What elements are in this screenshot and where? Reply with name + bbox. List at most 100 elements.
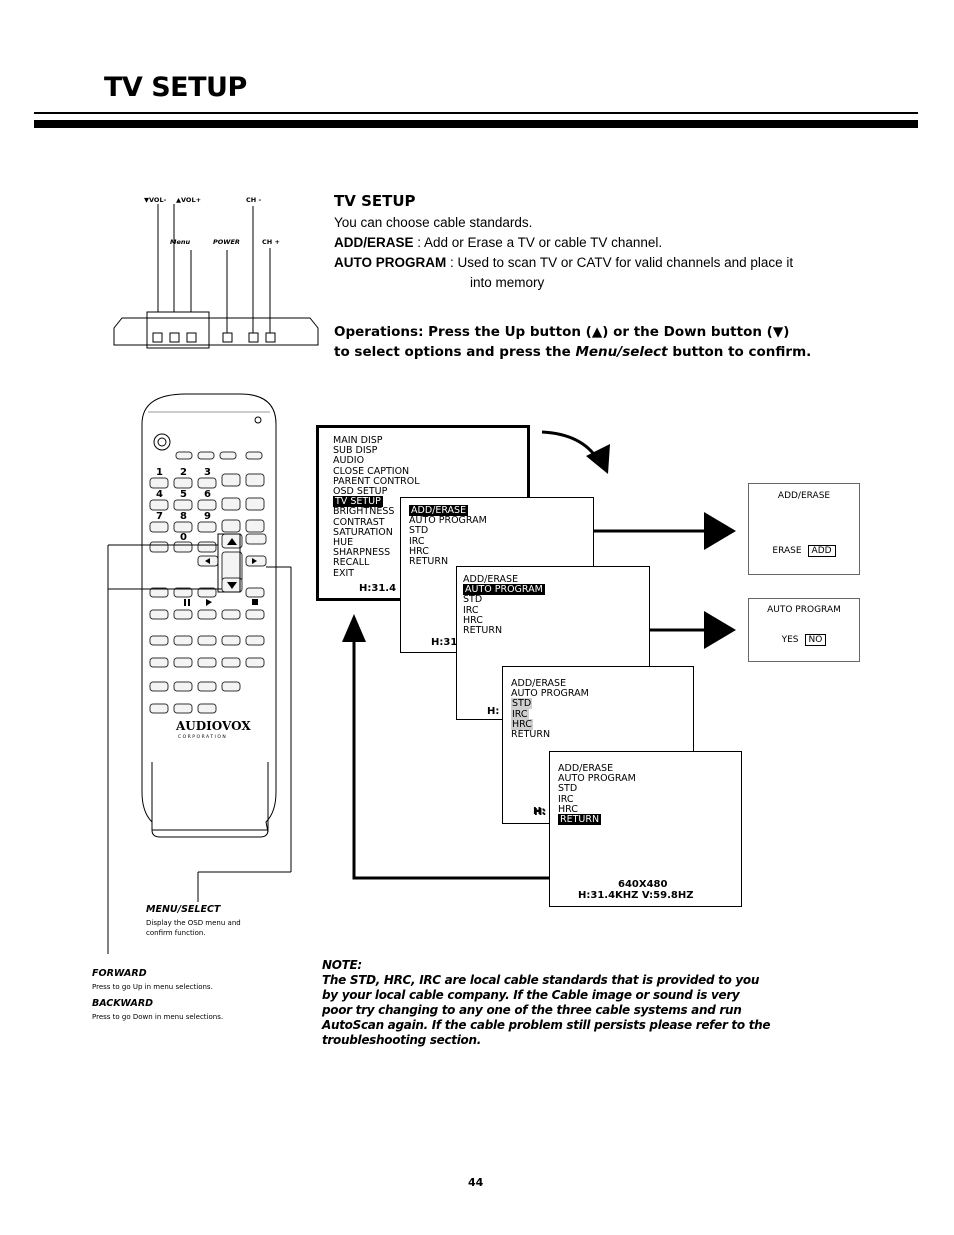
add-erase-description: ADD/ERASE : Add or Erase a TV or cable T… (334, 233, 874, 253)
flow-arrows (342, 430, 736, 880)
add-option-button[interactable]: ADD (807, 545, 836, 557)
remote-digit-7[interactable]: 7 (156, 511, 163, 522)
note-block: NOTE: The STD, HRC, IRC are local cable … (322, 958, 772, 1048)
remote-digit-2[interactable]: 2 (180, 467, 187, 478)
menu-item-contrast[interactable]: CONTRAST (333, 516, 385, 528)
frequency-readout: H:31.4KHZ V:59.8HZ (578, 890, 694, 901)
menu-item-sub-disp[interactable]: SUB DISP (333, 445, 378, 457)
tv-menu-4-irc[interactable]: IRC (558, 793, 574, 805)
yes-option[interactable]: YES (781, 635, 799, 645)
header-divider-thin (34, 112, 918, 114)
remote-brand: AUDIOVOX (175, 719, 251, 733)
operations-line-1: Operations: Press the Up button (▲) or t… (334, 324, 790, 340)
auto-program-description: AUTO PROGRAM : Used to scan TV or CATV f… (334, 253, 874, 273)
tv-menu-4-add-erase[interactable]: ADD/ERASE (558, 763, 614, 774)
menu-item-recall[interactable]: RECALL (333, 557, 370, 569)
tv-menu-3-add-erase[interactable]: ADD/ERASE (511, 678, 567, 689)
tv-menu-1-irc[interactable]: IRC (409, 535, 425, 547)
menu-label: Menu (170, 238, 191, 246)
tv-menu-4-status: H: (534, 807, 547, 818)
tv-menu-1-status: H:31 (431, 637, 458, 648)
forward-caption-text: Press to go Up in menu selections. (92, 983, 213, 991)
note-text: The STD, HRC, IRC are local cable standa… (322, 973, 771, 1047)
tv-menu-1-std[interactable]: STD (409, 525, 429, 537)
menu-select-caption-text: Display the OSD menu and confirm functio… (146, 919, 241, 937)
no-option-button[interactable]: NO (804, 634, 827, 646)
tv-menu-1-add-erase[interactable]: ADD/ERASE (409, 505, 469, 516)
note-title: NOTE: (322, 958, 362, 972)
tv-menu-2-status: H: (487, 706, 500, 717)
auto-program-term: AUTO PROGRAM (334, 255, 447, 270)
ch-down-label: CH - (246, 196, 262, 204)
menu-item-hue[interactable]: HUE (333, 537, 354, 549)
menu-item-exit[interactable]: EXIT (333, 567, 355, 579)
auto-program-text-cont: into memory (470, 275, 545, 290)
tv-menu-3-status: H: (533, 806, 546, 817)
backward-caption-title: BACKWARD (92, 998, 154, 1009)
auto-program-result-box: AUTO PROGRAM YES NO (748, 598, 860, 662)
backward-caption-text: Press to go Down in menu selections. (92, 1013, 224, 1021)
menu-item-osd-setup[interactable]: OSD SETUP (333, 486, 388, 498)
page-title: TV SETUP (104, 72, 247, 103)
resolution-readout: 640X480 (618, 879, 668, 890)
remote-control: 1 2 3 4 5 6 7 8 9 0 AUDIOVOX CORPORATION (107, 393, 292, 954)
remote-digit-1[interactable]: 1 (156, 467, 163, 478)
remote-brand-sub: CORPORATION (178, 734, 227, 740)
tv-menu-2-std[interactable]: STD (463, 594, 483, 606)
menu-item-close-caption[interactable]: CLOSE CAPTION (333, 465, 410, 477)
menu-item-sharpness[interactable]: SHARPNESS (333, 547, 391, 559)
main-menu-status: H:31.4 (359, 583, 397, 594)
tv-menu-3-hrc[interactable]: HRC (511, 718, 533, 730)
add-erase-result-box: ADD/ERASE ERASE ADD (748, 483, 860, 575)
menu-item-brightness[interactable]: BRIGHTNESS (333, 506, 395, 518)
tv-menu-4-return[interactable]: RETURN (558, 814, 602, 826)
remote-digit-3[interactable]: 3 (204, 467, 211, 478)
vol-down-label: ▼VOL- (144, 196, 167, 204)
remote-digit-8[interactable]: 8 (180, 511, 187, 522)
remote-digit-6[interactable]: 6 (204, 489, 211, 500)
tv-menu-4-std[interactable]: STD (558, 783, 578, 795)
section-title: TV SETUP (334, 192, 416, 210)
tv-setup-menu-4: ADD/ERASE AUTO PROGRAM STD IRC HRC RETUR… (534, 751, 742, 907)
menu-item-main-disp[interactable]: MAIN DISP (333, 435, 383, 446)
tv-menu-2-auto-program[interactable]: AUTO PROGRAM (463, 584, 545, 596)
header-divider-thick (34, 120, 918, 128)
auto-program-text: : Used to scan TV or CATV for valid chan… (446, 255, 794, 270)
menu-select-caption-title: MENU/SELECT (146, 904, 221, 915)
tv-menu-4-auto-program[interactable]: AUTO PROGRAM (558, 773, 636, 785)
erase-option[interactable]: ERASE (772, 546, 802, 556)
operations-line-2: to select options and press the Menu/sel… (334, 344, 812, 360)
add-erase-text: : Add or Erase a TV or cable TV channel. (413, 235, 663, 250)
tv-menu-3-irc[interactable]: IRC (511, 708, 529, 720)
remote-digit-4[interactable]: 4 (156, 489, 163, 500)
tv-menu-1-return[interactable]: RETURN (409, 556, 449, 568)
tv-menu-3-std[interactable]: STD (511, 698, 533, 710)
menu-item-parent-control[interactable]: PARENT CONTROL (333, 475, 420, 487)
remote-digit-5[interactable]: 5 (180, 489, 187, 500)
ch-up-label: CH + (262, 238, 280, 246)
section-intro: You can choose cable standards. (334, 215, 533, 230)
auto-program-result-title: AUTO PROGRAM (767, 605, 841, 615)
menu-item-audio[interactable]: AUDIO (333, 455, 365, 467)
menu-item-tv-setup[interactable]: TV SETUP (333, 496, 383, 508)
tv-menu-4-hrc[interactable]: HRC (558, 803, 578, 815)
front-panel-diagram (113, 204, 319, 349)
page-number: 44 (468, 1176, 484, 1189)
tv-menu-2-return[interactable]: RETURN (463, 625, 503, 637)
tv-menu-3-auto-program[interactable]: AUTO PROGRAM (511, 688, 589, 700)
tv-menu-2-add-erase[interactable]: ADD/ERASE (463, 574, 519, 585)
remote-digit-0[interactable]: 0 (180, 532, 187, 543)
forward-caption-title: FORWARD (92, 968, 147, 979)
tv-menu-2-hrc[interactable]: HRC (463, 614, 483, 626)
tv-menu-1-auto-program[interactable]: AUTO PROGRAM (409, 515, 487, 527)
add-erase-result-title: ADD/ERASE (777, 491, 831, 501)
power-label: POWER (213, 238, 240, 246)
tv-menu-2-irc[interactable]: IRC (463, 604, 479, 616)
tv-menu-3-return[interactable]: RETURN (511, 729, 551, 741)
menu-item-saturation[interactable]: SATURATION (333, 526, 393, 538)
tv-menu-1-hrc[interactable]: HRC (409, 545, 429, 557)
remote-digit-9[interactable]: 9 (204, 511, 211, 522)
vol-up-label: ▲VOL+ (176, 196, 202, 204)
add-erase-term: ADD/ERASE (334, 235, 414, 250)
operations-instructions: Operations: Press the Up button (▲) or t… (334, 322, 894, 362)
